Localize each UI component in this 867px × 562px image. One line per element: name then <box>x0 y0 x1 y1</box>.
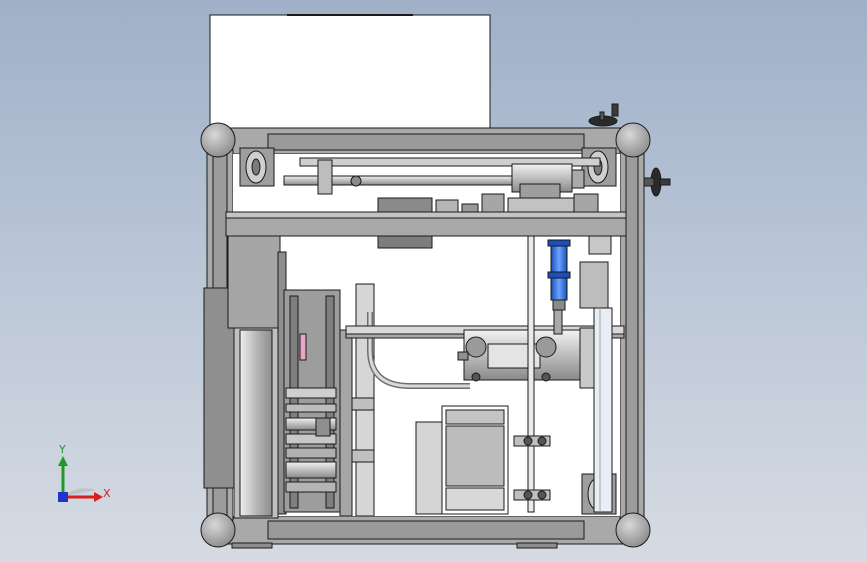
blue-fitting <box>547 239 571 311</box>
y-axis-label: Y <box>58 443 66 456</box>
handwheel-top <box>588 103 619 127</box>
top-cover-box <box>209 14 491 134</box>
right-vertical-tubes <box>527 235 613 513</box>
corner-balls <box>200 122 651 548</box>
handwheel-right <box>643 167 671 197</box>
right-bolts <box>513 435 551 501</box>
cylinder-assembly <box>457 299 609 389</box>
upper-shaft-assembly <box>283 157 601 201</box>
handwheel-knobs <box>588 103 671 197</box>
z-axis-marker <box>58 492 68 502</box>
corner-ball-top-right <box>615 122 651 158</box>
coordinate-triad: X Y <box>58 443 111 502</box>
hose-bracket <box>351 283 470 517</box>
caster-top-left <box>239 147 275 187</box>
crossbar-parts <box>377 193 599 249</box>
roller-stack <box>283 289 353 517</box>
triad-arc <box>64 488 96 496</box>
corner-ball-bottom-left <box>200 512 236 548</box>
left-side-assembly <box>203 235 287 519</box>
corner-ball-top-left <box>200 122 236 158</box>
caster-top-right <box>581 147 617 187</box>
lower-housing <box>415 405 509 515</box>
x-axis-label: X <box>103 487 111 500</box>
corner-ball-bottom-right <box>615 512 651 548</box>
